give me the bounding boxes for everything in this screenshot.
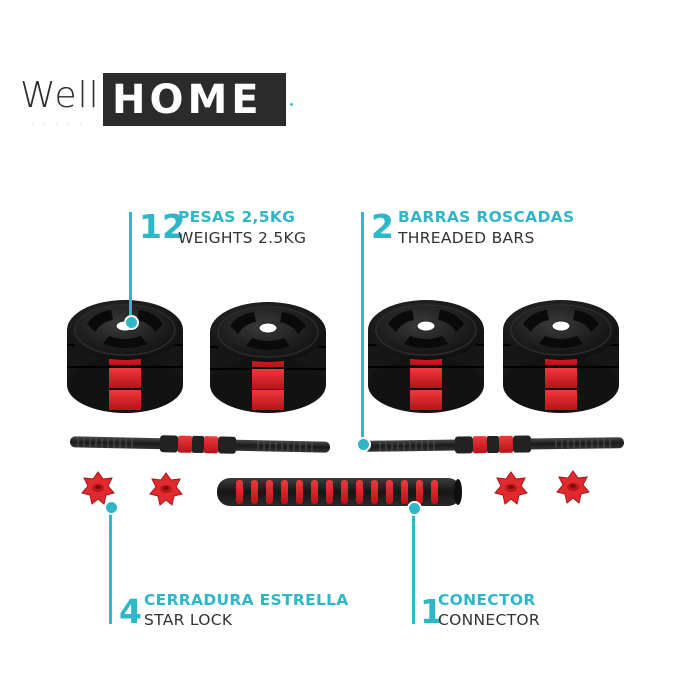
- threaded-bar-2: [363, 435, 624, 454]
- callout-connector-en: CONNECTOR: [438, 611, 540, 629]
- weight-plate-stack-3: [367, 299, 485, 413]
- callout-lock-line: [109, 506, 112, 624]
- logo-home-text: HOME: [112, 77, 263, 123]
- star-lock-4: [556, 470, 590, 504]
- callout-weights-es: PESAS 2,5KG: [178, 208, 296, 226]
- weight-plate-stack-1: [66, 299, 184, 413]
- callout-lock-dot: [104, 500, 119, 515]
- callout-bars-es: BARRAS ROSCADAS: [398, 208, 575, 226]
- star-lock-2: [149, 472, 183, 506]
- weight-plate-stack-2: [209, 301, 327, 413]
- callout-bars-line: [361, 212, 364, 442]
- callout-bars-number: 2: [371, 207, 394, 246]
- callout-connector-number: 1: [420, 592, 443, 631]
- callout-lock-es: CERRADURA ESTRELLA: [144, 591, 349, 609]
- callout-weights-dot: [124, 315, 139, 330]
- logo-subtext: · · · · ·: [32, 122, 86, 129]
- callout-bars-dot: [356, 437, 371, 452]
- callout-connector-es: CONECTOR: [438, 591, 536, 609]
- threaded-bar-1: [70, 435, 331, 454]
- connector-tube: [217, 478, 462, 506]
- star-lock-3: [494, 471, 528, 505]
- callout-bars-en: THREADED BARS: [398, 229, 535, 247]
- callout-weights-en: WEIGHTS 2.5KG: [178, 229, 307, 247]
- logo-well-text: Well: [20, 75, 100, 116]
- weight-plate-stack-4: [502, 299, 620, 413]
- logo-dot: [290, 103, 293, 106]
- callout-lock-number: 4: [119, 592, 142, 631]
- callout-lock-en: STAR LOCK: [144, 611, 233, 629]
- callout-connector-dot: [407, 501, 422, 516]
- callout-connector-line: [412, 508, 415, 624]
- callout-weights-line: [129, 212, 132, 320]
- logo-home-box: [103, 73, 286, 126]
- callout-weights-number: 12: [139, 207, 185, 246]
